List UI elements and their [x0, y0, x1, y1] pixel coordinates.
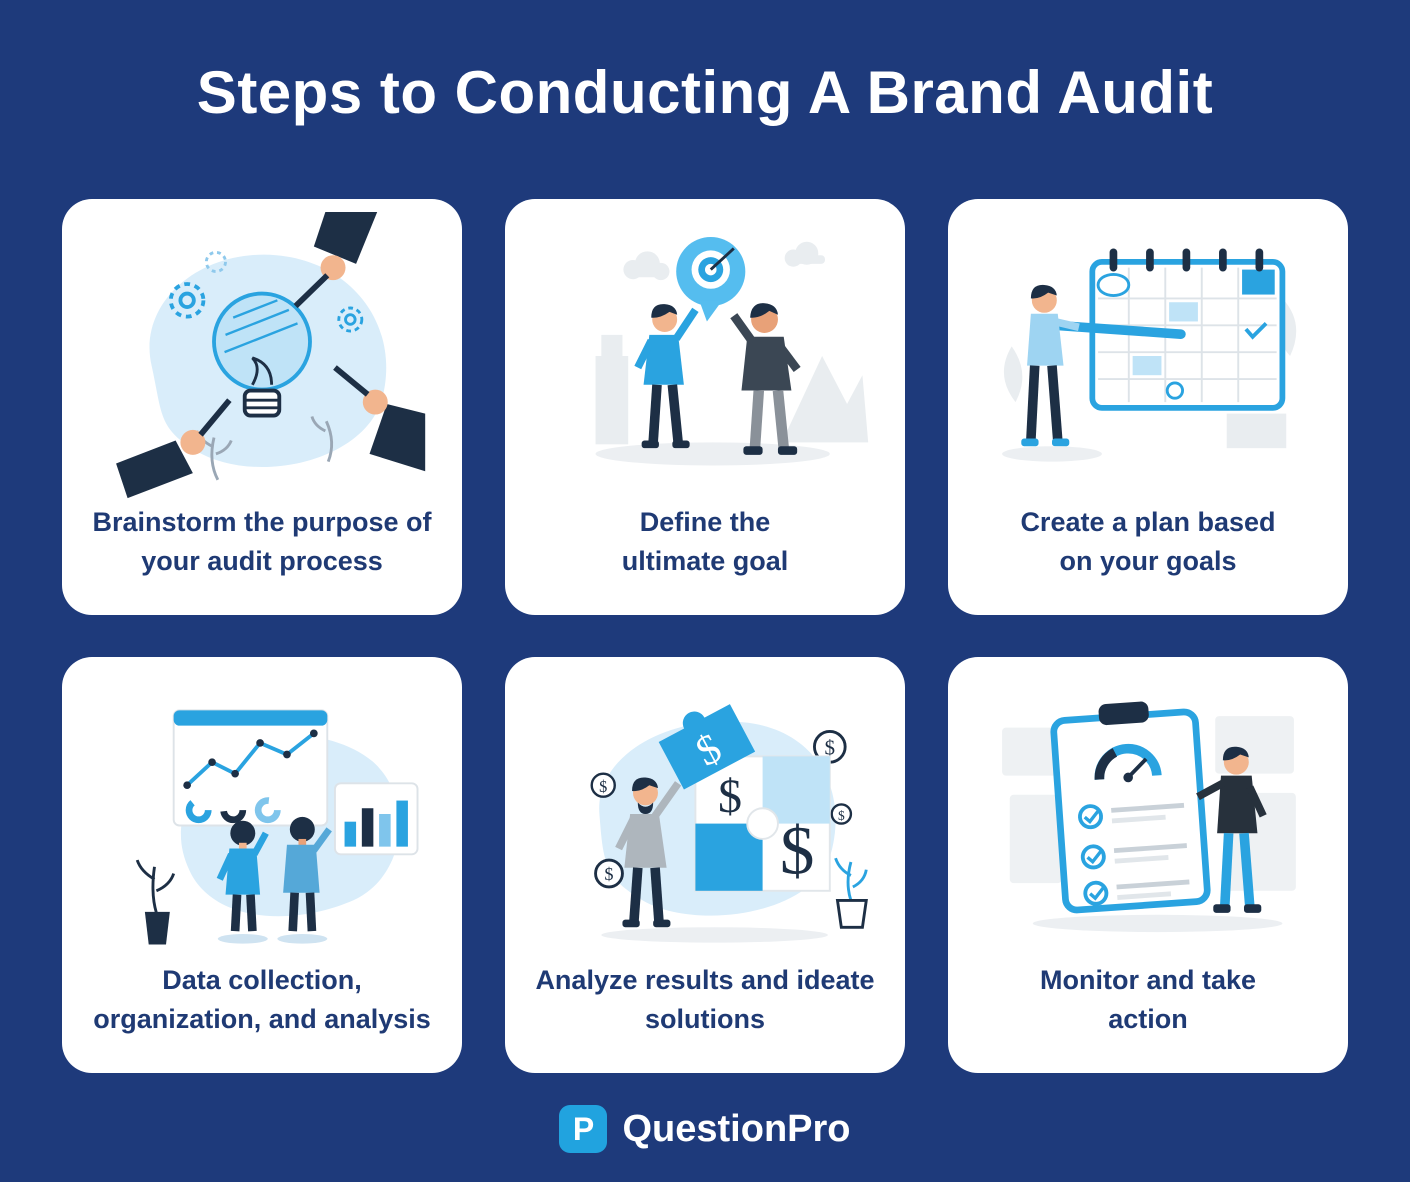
gear-icon: [204, 250, 227, 273]
checklist-row: [1078, 802, 1185, 830]
create-plan-illustration: [978, 199, 1318, 503]
person-puzzler: [615, 777, 682, 928]
calendar-icon: [1089, 248, 1286, 411]
gear-icon: [337, 306, 364, 333]
monitor-illustration: [978, 657, 1318, 961]
define-goal-illustration: [535, 199, 875, 503]
brand-name: QuestionPro: [622, 1107, 851, 1150]
step-caption: Create a plan based on your goals: [1020, 506, 1276, 576]
people-analytics-dashboards-icon: [135, 709, 419, 945]
checklist-row: [1080, 843, 1187, 870]
bar-chart-panel-icon: [334, 782, 419, 856]
person-left: [634, 303, 699, 449]
svg-text:$: $: [838, 808, 845, 823]
line-chart-panel-icon: [172, 709, 329, 827]
dollar-coin-icon: $ $ $ $: [590, 729, 853, 889]
step-card-define-goal: Define the ultimate goal: [505, 199, 905, 615]
background-scenery: [595, 241, 869, 445]
data-collection-illustration: [92, 657, 432, 961]
svg-text:$: $: [599, 777, 607, 796]
dollar-puzzle-icon: $ $ $: [658, 703, 831, 892]
analyze-results-illustration: $ $ $ $ $ $: [535, 657, 875, 961]
person-dollar-puzzle-icon: $ $ $ $ $ $: [590, 703, 868, 943]
step-card-data-collection: Data collection, organization, and analy…: [62, 657, 462, 1073]
person-calendar-plan-icon: [1002, 248, 1297, 462]
step-caption: Define the ultimate goal: [621, 506, 789, 576]
footer-brand: P QuestionPro: [0, 1105, 1410, 1153]
step-caption: Data collection, organization, and analy…: [93, 964, 431, 1034]
step-card-create-plan: Create a plan based on your goals: [948, 199, 1348, 615]
calendar-rings: [1109, 248, 1264, 272]
checklist-row: [1083, 879, 1190, 906]
svg-text:$: $: [825, 735, 836, 759]
person-analyst-right: [277, 816, 332, 944]
svg-text:$: $: [780, 811, 815, 888]
person-checklist-gauge-icon: [1002, 701, 1296, 932]
leaf-decoration: [195, 415, 334, 481]
two-people-target-bubble-icon: [595, 236, 869, 466]
hand-pen-right-icon: [333, 365, 426, 472]
gauge-icon: [1094, 743, 1162, 783]
plant-icon: [135, 859, 176, 945]
step-caption: Monitor and take action: [1039, 964, 1256, 1034]
checklist-clipboard-icon: [1050, 701, 1211, 914]
step-card-analyze-results: $ $ $ $ $ $: [505, 657, 905, 1073]
hand-pen-left-icon: [116, 398, 232, 498]
person-monitor: [1196, 746, 1267, 913]
person-right: [730, 303, 801, 455]
svg-text:$: $: [604, 864, 613, 884]
step-card-brainstorm: Brainstorm the purpose of your audit pro…: [62, 199, 462, 615]
steps-grid: Brainstorm the purpose of your audit pro…: [62, 199, 1348, 1073]
gear-icon: [168, 281, 206, 319]
person-analyst-left: [216, 820, 269, 944]
step-card-monitor: Monitor and take action: [948, 657, 1348, 1073]
person-planner: [1021, 284, 1080, 447]
step-caption: Brainstorm the purpose of your audit pro…: [92, 506, 432, 576]
potted-plant-icon: [834, 857, 868, 929]
brainstorm-illustration: [92, 199, 432, 503]
step-caption: Analyze results and ideate solutions: [535, 964, 875, 1034]
brainstorm-hands-lightbulb-icon: [116, 211, 426, 498]
questionpro-logo-icon: P: [559, 1105, 608, 1153]
lightbulb-icon: [212, 291, 312, 418]
svg-text:$: $: [718, 770, 742, 823]
page-title: Steps to Conducting A Brand Audit: [196, 59, 1214, 126]
logo-letter: P: [572, 1110, 595, 1147]
target-speech-bubble-icon: [676, 236, 746, 322]
